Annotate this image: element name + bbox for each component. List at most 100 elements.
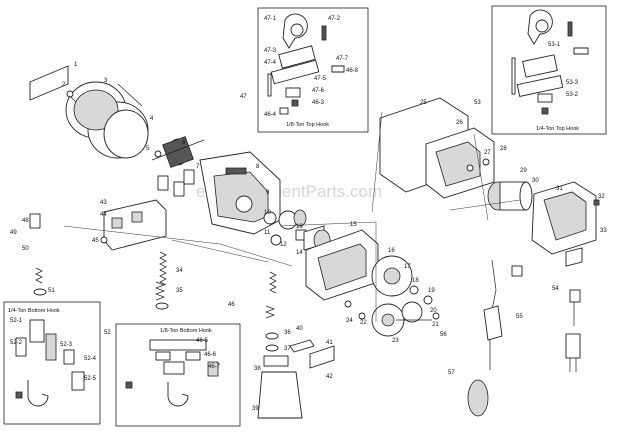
inset-caption-bottom-hook-1-8: 1/8-Ton Bottom Hook xyxy=(160,328,212,334)
label-part-47-3: 47-3 xyxy=(264,48,277,54)
part-number-labels: 1 2 3 4 5 6 7 8 9 10 11 12 13 14 15 16 1… xyxy=(10,16,607,412)
label-part-38: 38 xyxy=(254,366,261,372)
label-part-1: 1 xyxy=(74,62,78,68)
label-part-32: 32 xyxy=(598,194,605,200)
part-28-30-motor xyxy=(466,158,533,211)
label-part-52-4: 52-4 xyxy=(84,356,97,362)
label-part-13: 13 xyxy=(296,224,303,230)
label-part-52-1: 52-1 xyxy=(10,318,23,324)
label-part-53-2: 53-2 xyxy=(566,92,579,98)
label-part-7: 7 xyxy=(196,164,200,170)
part-8-motor-housing xyxy=(199,151,281,235)
inset-caption-top-hook-1-8: 1/8-Ton Top Hook xyxy=(286,122,329,128)
label-part-45: 45 xyxy=(92,238,99,244)
label-part-52-2: 52-2 xyxy=(10,340,23,346)
label-part-46-6: 46-6 xyxy=(204,352,217,358)
part-48-block xyxy=(29,213,41,229)
part-31-end-cover xyxy=(531,181,597,255)
label-part-10: 10 xyxy=(264,210,271,216)
part-15-gearbox xyxy=(305,229,379,301)
label-part-52-3: 52-3 xyxy=(60,342,73,348)
part-4-ring xyxy=(103,109,149,159)
label-part-21: 21 xyxy=(432,322,439,328)
label-part-46-7: 46-7 xyxy=(208,364,221,370)
label-part-16: 16 xyxy=(388,248,395,254)
inset-caption-bottom-hook-1-4: 1/4-Ton Bottom Hook xyxy=(8,308,60,314)
label-part-47-7: 47-7 xyxy=(336,56,349,62)
label-part-44: 44 xyxy=(100,212,107,218)
label-part-36: 36 xyxy=(284,330,291,336)
label-part-47: 47 xyxy=(240,94,247,100)
label-part-18: 18 xyxy=(412,278,419,284)
label-part-47-1: 47-1 xyxy=(264,16,277,22)
label-part-42: 42 xyxy=(326,374,333,380)
label-part-8: 8 xyxy=(256,164,260,170)
label-part-35: 35 xyxy=(176,288,183,294)
part-6-rotor xyxy=(151,136,205,168)
label-part-5: 5 xyxy=(146,146,150,152)
inset-bottom-hook-1-8: 1/8-Ton Bottom Hook xyxy=(115,323,241,427)
label-part-52: 52 xyxy=(104,330,111,336)
label-part-47-5: 47-5 xyxy=(314,76,327,82)
label-part-14: 14 xyxy=(296,250,303,256)
label-part-55: 55 xyxy=(516,314,523,320)
label-part-56: 56 xyxy=(440,332,447,338)
label-part-51: 51 xyxy=(48,288,55,294)
label-part-43: 43 xyxy=(100,200,107,206)
label-part-53-3: 53-3 xyxy=(566,80,579,86)
part-51-spacers xyxy=(33,288,279,352)
label-part-25: 25 xyxy=(420,100,427,106)
label-part-46-3: 46-3 xyxy=(312,100,325,106)
label-part-53: 53 xyxy=(474,100,481,106)
label-part-22: 22 xyxy=(360,320,367,326)
label-part-50: 50 xyxy=(22,246,29,252)
inset-bottom-hook-1-4: 1/4-Ton Bottom Hook xyxy=(3,301,101,425)
label-part-33: 33 xyxy=(600,228,607,234)
label-part-30: 30 xyxy=(532,178,539,184)
part-32-screw xyxy=(593,199,600,206)
label-part-47-4: 47-4 xyxy=(264,60,277,66)
label-part-46: 46 xyxy=(228,302,235,308)
label-part-11: 11 xyxy=(264,230,271,236)
part-40-42-bracket xyxy=(289,339,335,369)
inset-top-hook-1-8: 1/8-Ton Top Hook xyxy=(257,7,369,133)
part-38-39-weight xyxy=(257,355,303,419)
label-part-15: 15 xyxy=(350,222,357,228)
label-part-54: 54 xyxy=(552,286,559,292)
label-part-52-5: 52-5 xyxy=(84,376,97,382)
label-part-34: 34 xyxy=(176,268,183,274)
part-34-35-springs xyxy=(35,251,277,319)
part-16-24-gear-train xyxy=(344,255,440,337)
label-part-53-1: 53-1 xyxy=(548,42,561,48)
label-part-46-8: 46-8 xyxy=(346,68,359,74)
part-33-plate xyxy=(565,247,583,267)
label-part-29: 29 xyxy=(520,168,527,174)
label-part-4: 4 xyxy=(150,116,154,122)
part-7-brushes xyxy=(157,169,195,197)
inset-top-hook-1-4: 1/4-Ton Top Hook xyxy=(491,5,607,135)
label-part-49: 49 xyxy=(10,230,17,236)
label-part-20: 20 xyxy=(430,308,437,314)
label-part-19: 19 xyxy=(428,288,435,294)
label-part-41: 41 xyxy=(326,340,333,346)
part-43-44-bracket xyxy=(100,199,167,251)
inset-caption-top-hook-1-4: 1/4-Ton Top Hook xyxy=(536,126,579,132)
guide-lines xyxy=(63,111,521,322)
label-part-47-6: 47-6 xyxy=(312,88,325,94)
label-part-17: 17 xyxy=(404,264,411,270)
label-part-26: 26 xyxy=(456,120,463,126)
part-10-14-gears xyxy=(263,209,331,251)
label-part-9: 9 xyxy=(266,190,270,196)
label-part-28: 28 xyxy=(500,146,507,152)
label-part-48: 48 xyxy=(22,218,29,224)
label-part-6: 6 xyxy=(182,140,186,146)
label-part-27: 27 xyxy=(484,150,491,156)
label-part-37: 37 xyxy=(284,346,291,352)
part-1-plate xyxy=(29,65,69,101)
label-part-46-5: 46-5 xyxy=(196,338,209,344)
label-part-31: 31 xyxy=(556,186,563,192)
label-part-24: 24 xyxy=(346,318,353,324)
label-part-57: 57 xyxy=(448,370,455,376)
label-part-2: 2 xyxy=(62,82,66,88)
